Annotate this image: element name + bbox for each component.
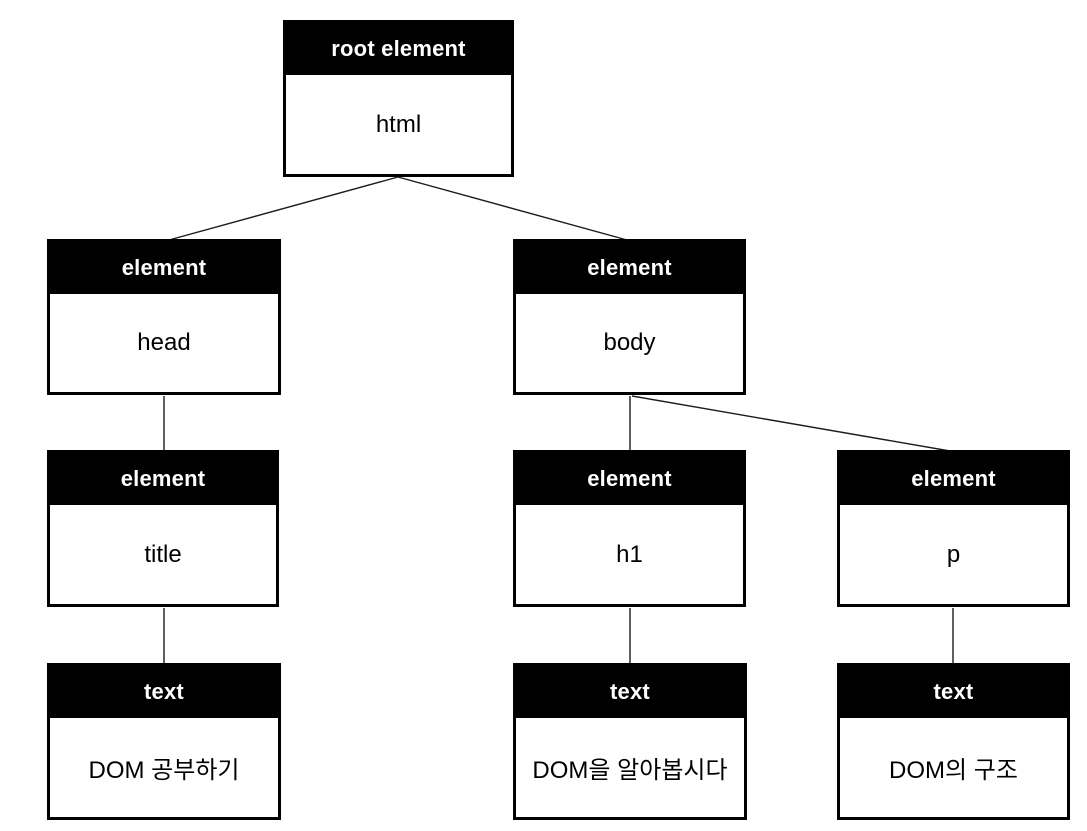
connector-html-head bbox=[168, 176, 399, 241]
node-h1-label: h1 bbox=[516, 505, 743, 604]
node-head: element head bbox=[47, 239, 281, 395]
node-h1-text-label: DOM을 알아봅시다 bbox=[516, 718, 744, 817]
node-head-label: head bbox=[50, 294, 278, 392]
node-title-text: text DOM 공부하기 bbox=[47, 663, 281, 820]
node-p: element p bbox=[837, 450, 1070, 607]
node-title-type-badge: element bbox=[50, 453, 276, 505]
node-p-type-badge: element bbox=[840, 453, 1067, 505]
node-h1-type-badge: element bbox=[516, 453, 743, 505]
node-title-label: title bbox=[50, 505, 276, 604]
node-body-label: body bbox=[516, 294, 743, 392]
node-head-type-badge: element bbox=[50, 242, 278, 294]
node-h1-text: text DOM을 알아봅시다 bbox=[513, 663, 747, 820]
node-p-text-type-badge: text bbox=[840, 666, 1067, 718]
node-p-text-label: DOM의 구조 bbox=[840, 718, 1067, 817]
node-html-type-badge: root element bbox=[286, 23, 511, 75]
node-title-text-type-badge: text bbox=[50, 666, 278, 718]
node-h1: element h1 bbox=[513, 450, 746, 607]
node-h1-text-type-badge: text bbox=[516, 666, 744, 718]
node-body: element body bbox=[513, 239, 746, 395]
node-html: root element html bbox=[283, 20, 514, 177]
connector-html-body bbox=[397, 176, 628, 241]
node-title-text-label: DOM 공부하기 bbox=[50, 718, 278, 817]
node-html-label: html bbox=[286, 75, 511, 174]
connector-body-p bbox=[631, 395, 951, 452]
node-p-text: text DOM의 구조 bbox=[837, 663, 1070, 820]
node-title: element title bbox=[47, 450, 279, 607]
node-p-label: p bbox=[840, 505, 1067, 604]
node-body-type-badge: element bbox=[516, 242, 743, 294]
